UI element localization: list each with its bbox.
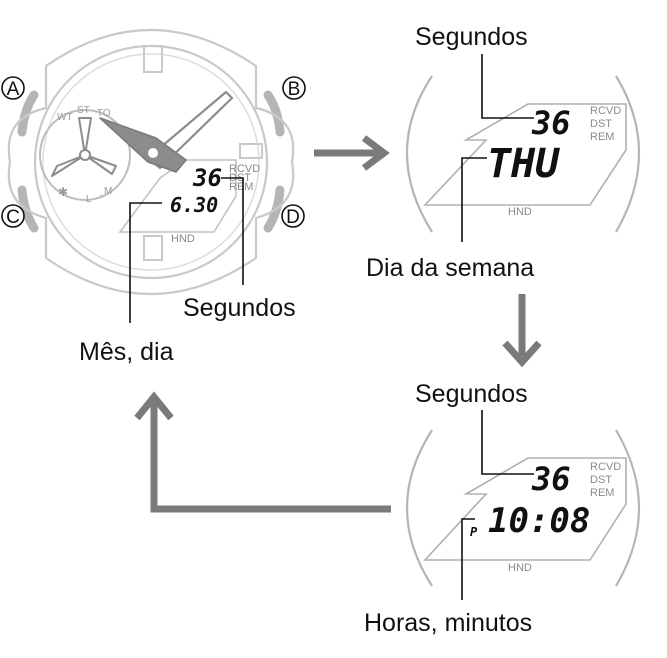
label-seconds-bottom: Segundos: [415, 380, 528, 408]
panel-time-hnd: HND: [508, 562, 532, 574]
panel-time-lcd: [423, 457, 627, 561]
subdial-mark-l: L: [86, 194, 92, 205]
panel-weekday: 36 RCVD DST REM THU HND: [405, 54, 641, 242]
arrow-down: [502, 294, 542, 368]
button-b-shape[interactable]: [263, 90, 285, 137]
hour-hand: [99, 117, 187, 173]
lcd-frame: [118, 159, 237, 233]
leader-hours-minutes: [461, 518, 475, 600]
arrow-return: [134, 391, 391, 513]
lcd-hnd: HND: [171, 233, 195, 245]
panel-weekday-rem: REM: [590, 131, 614, 143]
panel-weekday-arc-left: [405, 75, 433, 233]
panel-weekday-lcd: [423, 103, 627, 206]
subdial-dot: ·: [99, 190, 102, 201]
panel-time-clock: 10:08: [488, 501, 590, 541]
button-d-shape[interactable]: [263, 185, 285, 233]
svg-text:D: D: [286, 207, 300, 228]
arrow-right: [314, 135, 390, 171]
panel-time-rcvd: RCVD: [590, 461, 621, 473]
panel-time-arc-left: [405, 429, 433, 587]
panel-weekday-dst: DST: [590, 118, 612, 130]
watch-face: WT ST TO L M ✱ · 36 RCVD DST REM 6.30 HN…: [1, 28, 306, 323]
leader-seconds-top: [481, 54, 534, 119]
ind-rem: REM: [229, 181, 253, 193]
leader-month-day: [129, 202, 162, 323]
subdial: [39, 109, 131, 201]
button-d[interactable]: D: [281, 204, 305, 228]
panel-time-arc-right: [615, 429, 641, 587]
svg-text:C: C: [6, 207, 20, 228]
button-b[interactable]: B: [282, 76, 306, 100]
label-weekday: Dia da semana: [366, 254, 534, 282]
button-a-shape[interactable]: [17, 90, 39, 137]
leader-seconds-main: [221, 177, 244, 285]
ind-rcvd: RCVD: [229, 163, 260, 175]
panel-time-dst: DST: [590, 474, 612, 486]
subdial-mark-m: M: [104, 186, 112, 197]
marker-6: [143, 235, 163, 261]
leader-weekday: [461, 157, 487, 242]
panel-time-pm: P: [470, 525, 478, 539]
button-a[interactable]: A: [1, 76, 25, 100]
subdial-mark-to: TO: [97, 108, 111, 119]
panel-weekday-day: THU: [487, 141, 560, 187]
panel-weekday-hnd: HND: [508, 206, 532, 218]
svg-text:B: B: [288, 79, 301, 100]
button-c-shape[interactable]: [17, 185, 39, 233]
label-seconds-main: Segundos: [183, 294, 296, 322]
watch-case: [7, 28, 295, 296]
svg-text:A: A: [7, 79, 20, 100]
subdial-mark-wt: WT: [57, 112, 73, 123]
label-month-day: Mês, dia: [79, 338, 174, 366]
marker-12: [143, 45, 163, 73]
button-c[interactable]: C: [1, 204, 25, 228]
panel-weekday-seconds: 36: [531, 104, 571, 142]
subdial-mark-st: ST: [77, 105, 90, 116]
panel-weekday-rcvd: RCVD: [590, 105, 621, 117]
panel-time: 36 RCVD DST REM P 10:08 HND: [405, 410, 641, 600]
label-seconds-top: Segundos: [415, 23, 528, 51]
lcd-date: 6.30: [170, 193, 218, 217]
subdial-hand: [51, 117, 117, 177]
leader-seconds-bottom: [481, 410, 534, 475]
subdial-hub: [79, 149, 91, 161]
panel-time-seconds: 36: [531, 460, 571, 498]
panel-time-rem: REM: [590, 487, 614, 499]
lcd-seconds: 36: [192, 164, 222, 192]
panel-weekday-arc-right: [615, 75, 641, 233]
bluetooth-icon: ✱: [58, 185, 68, 199]
hands-hub: [146, 146, 160, 160]
watch-dial: [42, 53, 260, 271]
marker-3: [239, 143, 263, 159]
label-hours-minutes: Horas, minutos: [364, 609, 532, 637]
